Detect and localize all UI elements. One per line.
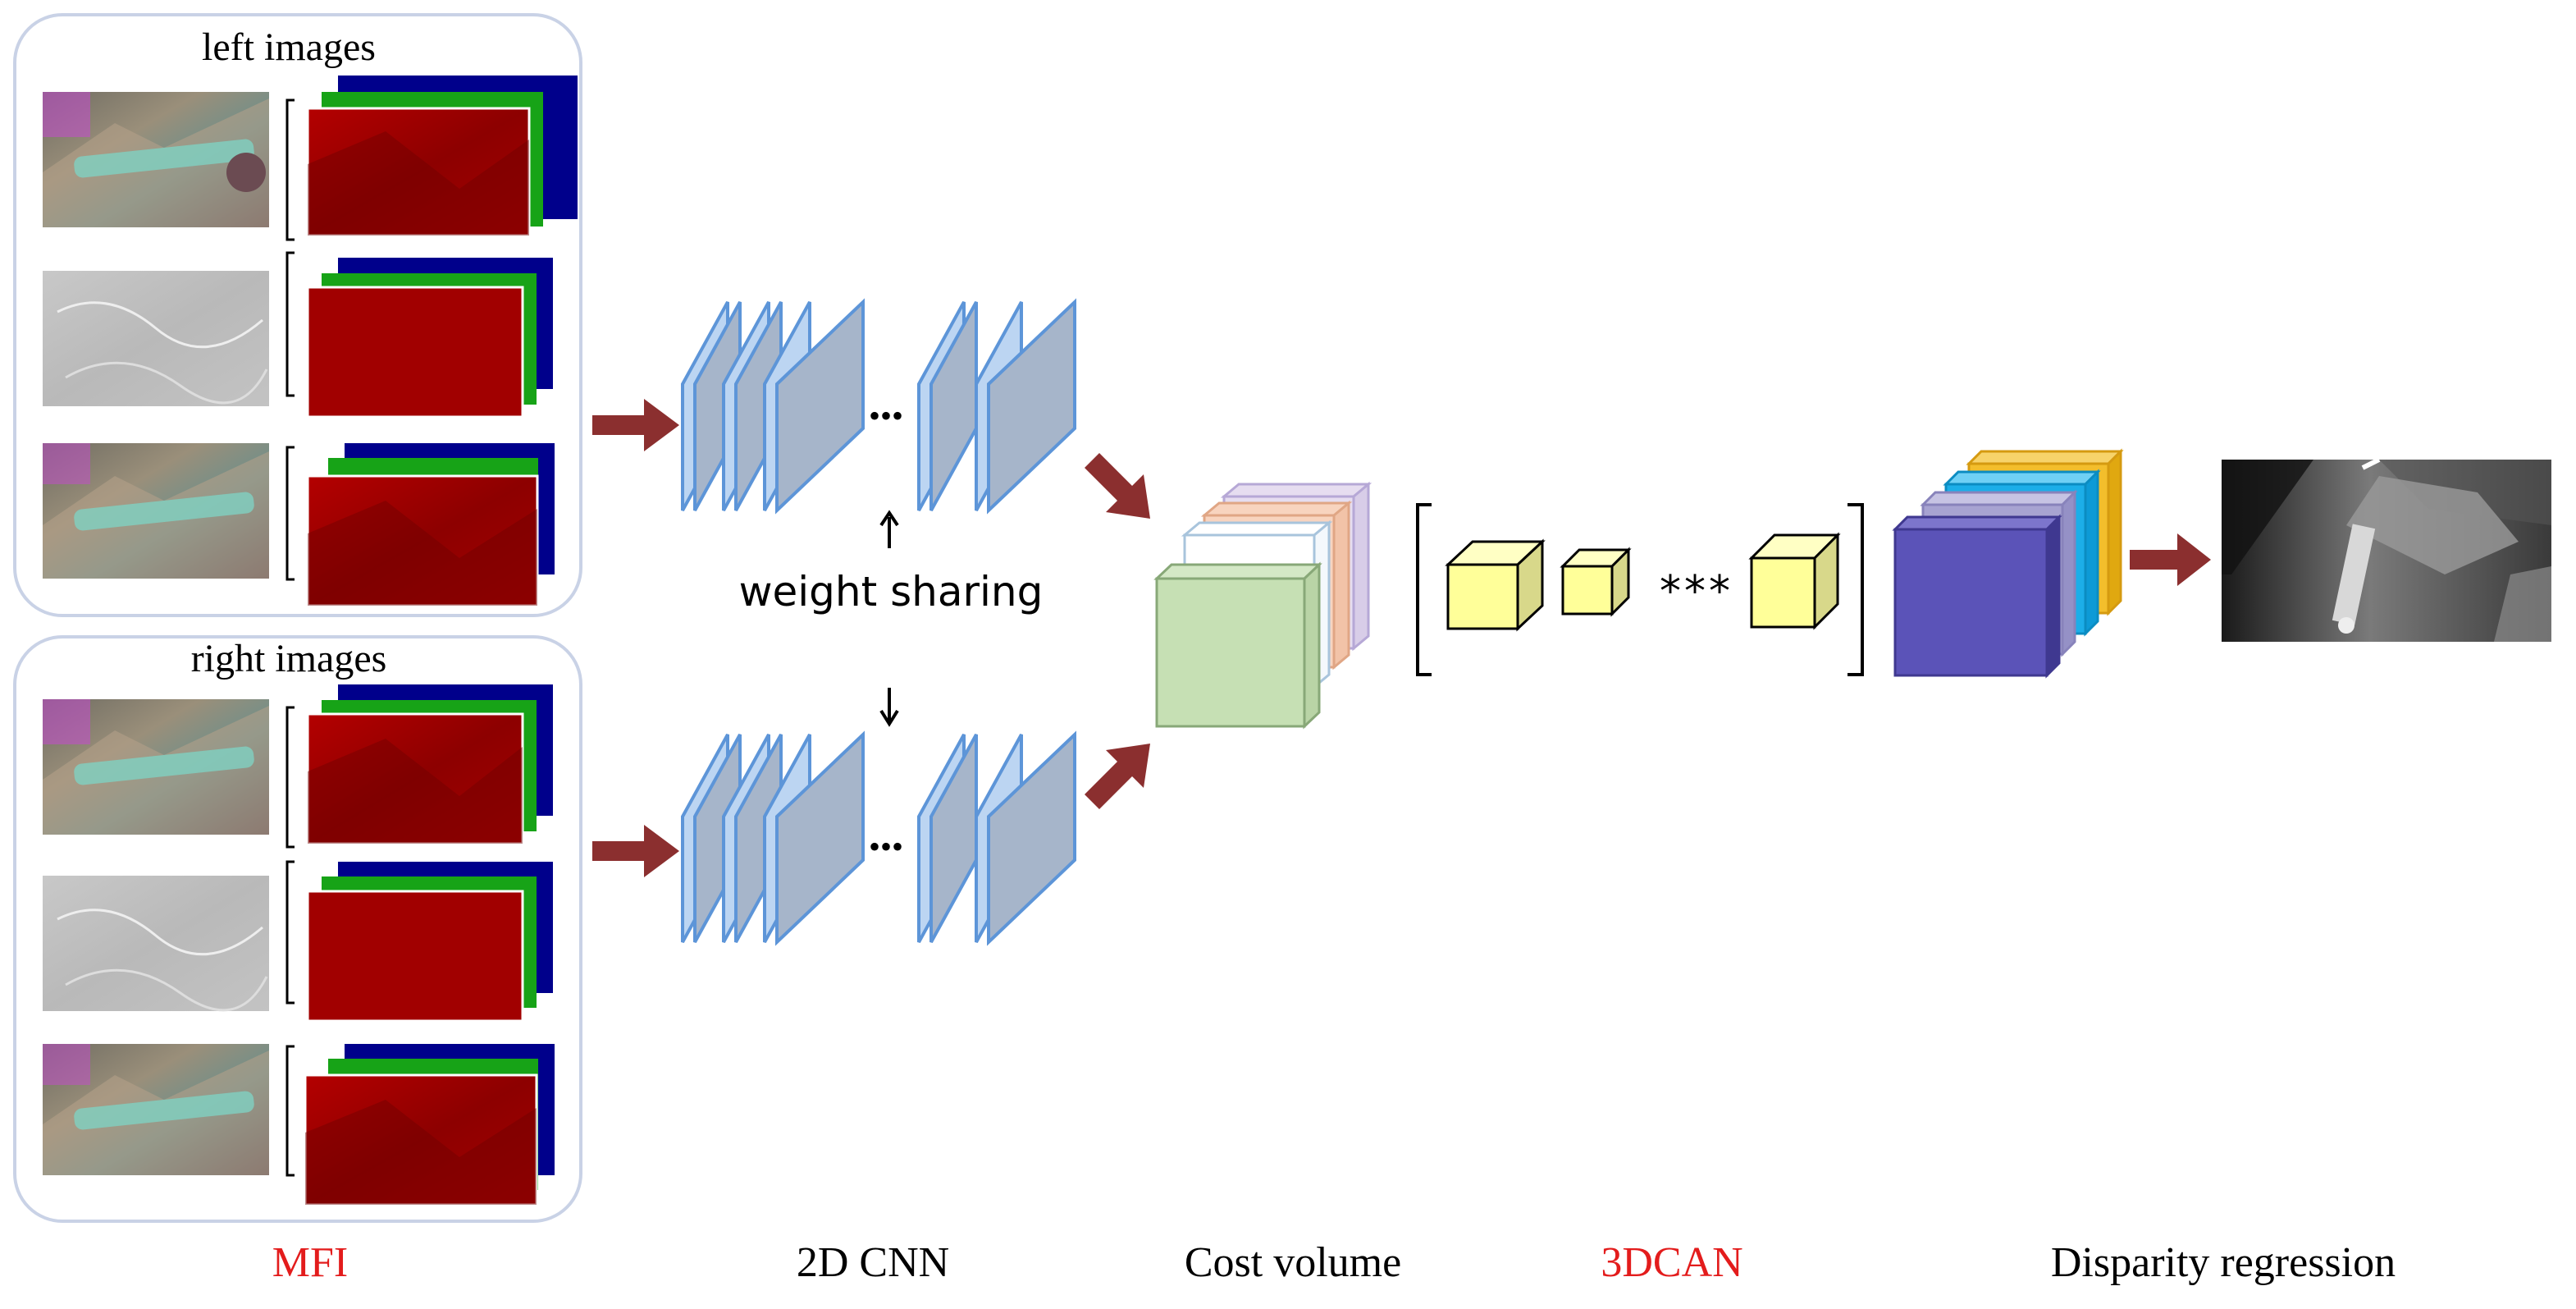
- right-gradient-image: [43, 876, 269, 1012]
- right-bracket: [1848, 503, 1864, 676]
- left-images-title: left images: [202, 25, 376, 69]
- left-rgb-channel-stack: [285, 76, 578, 241]
- weight-sharing-annotation: weight sharing: [739, 510, 1044, 727]
- right-arrow-icon: [1085, 453, 1150, 519]
- stage-label-cost-volume: Cost volume: [1185, 1239, 1401, 1286]
- stage-label-2d-cnn: 2D CNN: [797, 1239, 949, 1286]
- down-arrow-icon: [879, 688, 899, 727]
- cnn-layer: [763, 730, 865, 946]
- left-rgb-image: [43, 92, 269, 227]
- right-images-title: right images: [191, 637, 387, 680]
- right-arrow-icon: [592, 825, 679, 877]
- left-gradient-channel-stack: [285, 251, 553, 419]
- right-rgb-image: [43, 699, 269, 835]
- left-bracket: [1416, 503, 1432, 676]
- right-fused-image: [43, 1044, 269, 1175]
- cnn-layer: [917, 734, 978, 943]
- cnn-2d-top-branch: •••: [681, 298, 1076, 515]
- right-fused-channel-stack: [285, 1044, 555, 1206]
- cnn-ellipsis-bottom: •••: [869, 828, 903, 865]
- dcan-module: ***: [1416, 503, 1864, 676]
- right-arrow-icon: [592, 399, 679, 451]
- attention-cube: [1748, 532, 1841, 630]
- attention-cube: [1445, 538, 1546, 632]
- right-images-panel: right images: [13, 635, 582, 1223]
- left-fused-channel-stack: [285, 443, 555, 607]
- output-feature-stack: [1892, 448, 2124, 679]
- cnn-layer: [917, 301, 978, 511]
- left-images-panel: left images: [13, 13, 582, 617]
- left-fused-image: [43, 443, 269, 579]
- cnn-layer: [975, 298, 1076, 515]
- cnn-layer: [763, 298, 865, 515]
- right-arrow-icon: [2130, 533, 2211, 586]
- right-gradient-channel-stack: [285, 860, 553, 1023]
- weight-sharing-label: weight sharing: [739, 568, 1044, 616]
- stage-label-3dcan: 3DCAN: [1601, 1239, 1742, 1286]
- up-arrow-icon: [879, 510, 899, 548]
- right-rgb-channel-stack: [285, 684, 553, 849]
- output-slice-front: [1892, 514, 2062, 679]
- stage-label-mfi: MFI: [272, 1239, 348, 1286]
- attention-cube: [1560, 547, 1632, 617]
- cnn-ellipsis-top: •••: [869, 397, 903, 434]
- cost-volume-slice-front: [1153, 561, 1322, 730]
- disparity-map-image: [2222, 457, 2551, 642]
- cost-volume-stack: [1153, 481, 1372, 730]
- dcan-stars: ***: [1660, 567, 1733, 616]
- left-gradient-image: [43, 271, 269, 406]
- cnn-layer: [975, 730, 1076, 946]
- right-arrow-icon: [1085, 744, 1150, 809]
- stage-label-disparity-regression: Disparity regression: [2051, 1239, 2396, 1286]
- cnn-2d-bottom-branch: •••: [681, 730, 1076, 946]
